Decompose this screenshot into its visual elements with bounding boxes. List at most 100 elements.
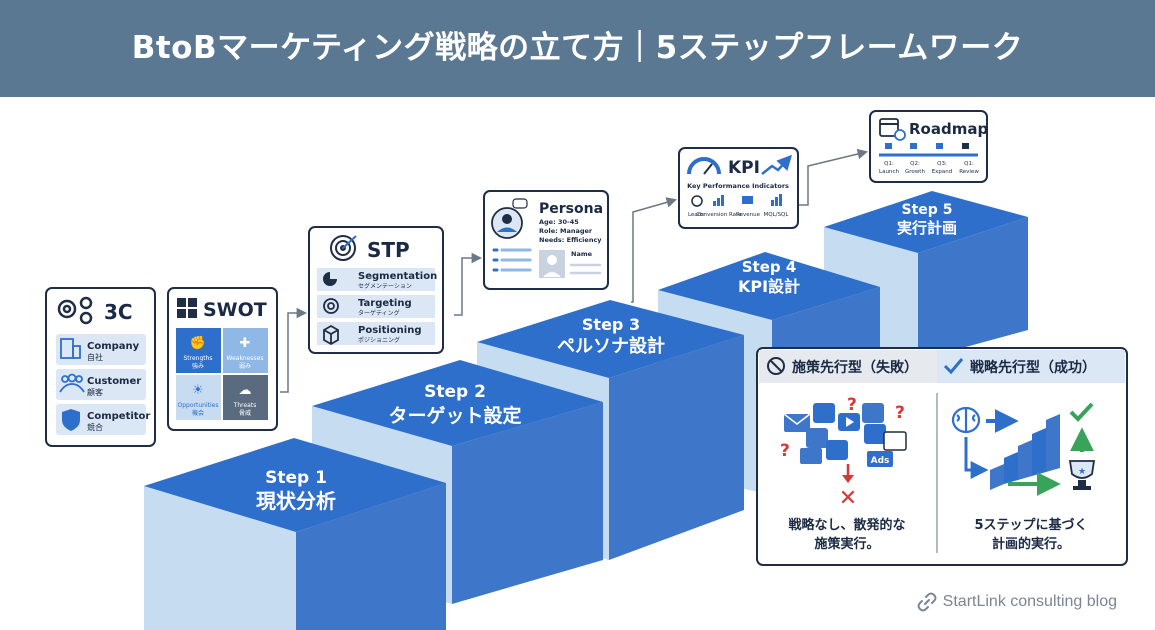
mail-icon [800,448,822,464]
step-4-top [658,252,880,320]
card-kpi-title: KPI [728,158,760,178]
planned-strategy-illustration: ★ [951,402,1096,496]
3c-item-company-en: Company [87,341,140,352]
document-icon [883,431,907,451]
roadmap-phase-4-q: Q1: [964,161,974,167]
footer-text: StartLink consulting blog [942,593,1117,610]
card-persona: Persona Age: 30-45 Role: Manager Needs: … [483,190,609,290]
card-3c: 3C Company 自社 Customer 顧客 Competitor 競合 [45,287,156,447]
card-kpi: KPI Key Performance Indicators Leads Con… [678,147,799,229]
tiktok-icon [806,428,828,448]
comparison-right-title: 戦略先行型（成功） [970,359,1096,376]
svg-text:★: ★ [1078,467,1086,477]
lightbulb-icon: ☀ [192,383,204,398]
swot-strengths-en: Strengths [183,355,212,362]
step-1-top [144,438,446,532]
step-5-name: 実行計画 [897,219,957,237]
stp-positioning-en: Positioning [358,325,421,336]
trophy-icon: ★ [1068,460,1096,490]
question-mark-icon: ? [847,395,857,415]
header-bar: BtoBマーケティング戦略の立て方｜5ステップフレームワーク [0,0,1155,97]
step-3-name: ペルソナ設計 [557,335,665,357]
step-5-label: Step 5 [902,202,953,218]
comparison-left-caption-2: 施策実行。 [814,536,879,552]
roadmap-phase-2-q: Q2: [910,161,920,167]
box-icon [323,324,339,346]
question-mark-icon: ? [895,403,905,423]
3c-item-competitor-jp: 競合 [87,422,103,432]
step-2-label: Step 2 [424,382,486,402]
kpi-metric-leads: Leads [688,212,704,218]
3c-item-customer-en: Customer [87,376,141,387]
step-3-top [477,300,744,378]
roadmap-phase-1-name: Launch [879,169,899,175]
roadmap-timeline [879,143,978,157]
leads-icon [691,195,703,207]
3c-item-competitor-en: Competitor [87,411,150,422]
persona-detail-lines [492,248,532,272]
card-persona-title: Persona [539,201,603,217]
comparison-panel: 施策先行型（失敗） 戦略先行型（成功） Ads ? ? ? ✕ 戦略なし、散 [756,347,1128,566]
shield-icon [62,409,80,431]
gears-icon [57,296,93,325]
persona-role: Role: Manager [539,227,593,235]
target-icon [330,235,357,261]
3c-item-customer-jp: 顧客 [87,387,103,397]
card-stp: STP Segmentation セグメンテーション Targeting ターゲ… [308,226,444,354]
comparison-right-caption-2: 計画的実行。 [992,536,1070,552]
step-4-label: Step 4 [742,258,797,276]
calendar-icon [879,118,906,141]
step-2-name: ターゲット設定 [388,404,521,427]
arrow-persona-to-kpi [631,197,678,303]
roadmap-phase-3-q: Q3: [937,161,947,167]
mql-bars-icon [771,194,782,206]
page-title: BtoBマーケティング戦略の立て方｜5ステップフレームワーク [131,30,1024,66]
arrow-kpi-to-roadmap [795,148,869,206]
step-5-top [824,191,1028,253]
kpi-metric-conversion: Conversion Rate [696,212,742,218]
users-icon [59,373,85,393]
card-stp-title: STP [367,238,410,262]
grid-icon [177,298,197,318]
persona-age: Age: 30-45 [539,218,579,226]
green-check-icon [1069,402,1094,422]
revenue-icon [742,196,753,204]
step-4-name: KPI設計 [738,277,800,296]
targeting-icon [323,298,339,314]
building-icon [60,338,81,359]
swot-weaknesses-jp: 弱み [239,363,251,370]
storm-cloud-icon: ☁ [239,383,252,398]
fist-icon: ✊ [190,335,206,351]
check-icon [943,358,964,375]
ads-label: Ads [871,456,890,466]
flag-icon [885,143,892,149]
twitter-icon [813,403,835,423]
flag-icon [962,143,969,149]
link-icon [917,592,937,612]
step-5-side [918,217,1028,360]
brain-icon [951,406,981,434]
arrow-stp-to-persona [454,252,483,316]
card-swot: SWOT ✊ Strengths 強み ✚ Weaknesses 弱み ☀ Op… [167,287,278,431]
question-mark-icon: ? [780,441,790,461]
step-3-label: Step 3 [582,315,640,334]
step-1-front [144,486,296,630]
stp-positioning-jp: ポジショニング [358,336,400,344]
comparison-left-title: 施策先行型（失敗） [792,359,918,376]
comparison-right-caption-1: 5ステップに基づく [974,517,1087,533]
facebook-icon [826,440,848,460]
persona-needs: Needs: Efficiency [539,236,602,244]
stp-segmentation-jp: セグメンテーション [358,282,412,290]
step-2-top [312,360,603,446]
connector-arrows [280,148,869,393]
footer-credit: StartLink consulting blog [917,588,1117,616]
swot-threats-jp: 脅威 [239,409,251,417]
flag-icon [936,143,943,149]
stp-targeting-en: Targeting [358,298,412,309]
persona-avatar-icon [491,198,528,239]
puzzle-icon: ✚ [240,336,251,351]
3c-item-company-jp: 自社 [87,352,103,362]
persona-name-label: Name [571,250,593,258]
ads-icon [867,451,893,467]
scattered-tactics-illustration: Ads ? ? ? ✕ [780,395,907,511]
